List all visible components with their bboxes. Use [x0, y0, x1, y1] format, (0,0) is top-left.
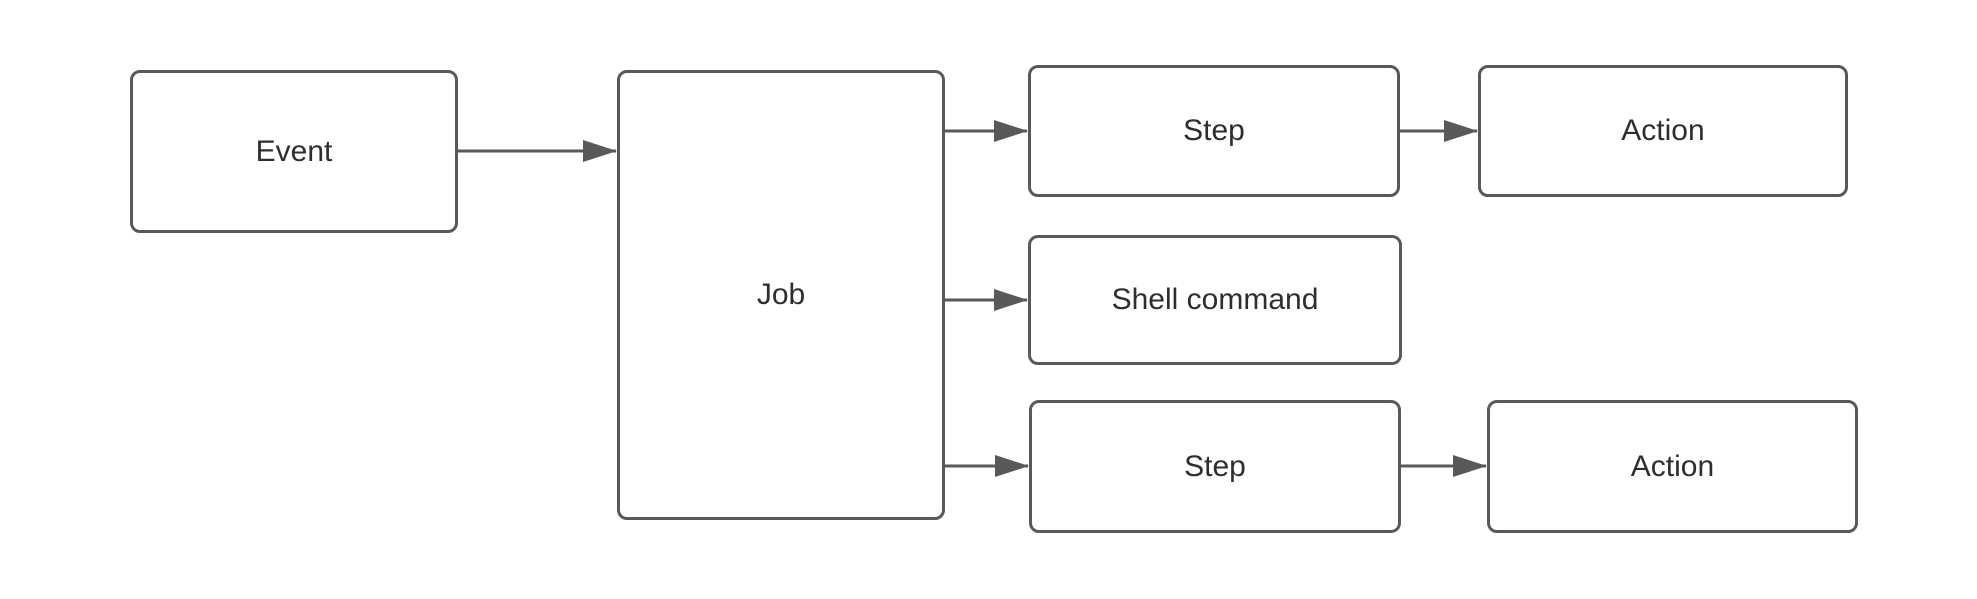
node-action-bottom: Action [1487, 400, 1858, 533]
node-action-top-label: Action [1621, 114, 1705, 147]
node-action-bottom-label: Action [1630, 449, 1715, 483]
node-step-bottom-label: Step [1184, 449, 1246, 483]
node-event-label: Event [255, 134, 333, 168]
node-step-top: Step [1028, 65, 1400, 197]
node-job-label: Job [756, 278, 806, 311]
node-shell-command-label: Shell command [1111, 283, 1319, 316]
node-step-bottom: Step [1029, 400, 1401, 533]
node-shell-command: Shell command [1028, 235, 1402, 365]
node-step-top-label: Step [1183, 114, 1245, 147]
node-action-top: Action [1478, 65, 1848, 197]
node-event: Event [130, 70, 458, 233]
node-job: Job [617, 70, 945, 520]
